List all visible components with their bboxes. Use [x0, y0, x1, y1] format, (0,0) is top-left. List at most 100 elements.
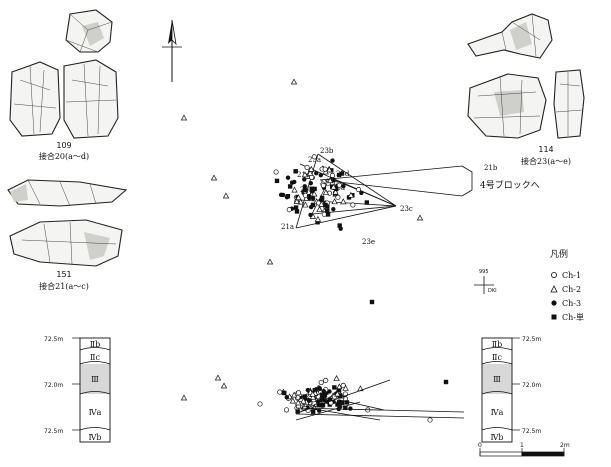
- find-point-ch1: [311, 154, 317, 160]
- find-point-ch-single: [443, 379, 449, 385]
- find-point-ch-single: [319, 195, 325, 200]
- find-point-ch3: [327, 389, 332, 394]
- find-point-ch1: [318, 379, 324, 386]
- elevation-right-top: 72.5m: [522, 336, 541, 343]
- elevation-right-mid: 72.0m: [522, 382, 541, 389]
- find-point-ch2: [314, 215, 322, 222]
- find-point-ch-single: [337, 223, 342, 228]
- find-point-ch3: [310, 196, 316, 201]
- find-point-ch-single: [287, 184, 293, 189]
- find-point-ch-single: [310, 202, 316, 208]
- grid-marker-lower: DKI: [488, 288, 497, 294]
- find-point-ch2: [340, 198, 347, 205]
- find-point-ch-single: [325, 208, 330, 214]
- find-point-ch2: [322, 189, 330, 195]
- find-point-ch-single: [336, 387, 342, 392]
- find-point-ch2: [332, 188, 339, 195]
- section-refit-lines: [295, 379, 465, 421]
- find-point-ch-single: [327, 397, 333, 403]
- legend-item-ch-single: Ch-単: [562, 312, 584, 322]
- find-point-ch2: [301, 171, 309, 178]
- north-arrow-icon: [162, 19, 182, 82]
- find-point-ch2: [336, 383, 343, 390]
- find-point-ch-single: [293, 205, 299, 210]
- strata-left-IVb: Ⅳb: [88, 433, 101, 442]
- find-point-ch-single: [274, 178, 280, 184]
- find-point-ch-single: [369, 299, 375, 305]
- legend: 凡例 Ch-1 Ch-2 Ch-3 Ch-単: [550, 248, 584, 322]
- find-point-ch-single: [315, 220, 320, 225]
- elevation-left-mid: 72.0m: [44, 382, 63, 389]
- strata-right-IIc: Ⅱc: [492, 353, 502, 362]
- find-point-ch1: [257, 401, 263, 407]
- find-point-ch2: [290, 391, 298, 398]
- find-point-ch3: [319, 197, 324, 203]
- find-point-ch2: [302, 201, 309, 208]
- find-point-ch-single: [302, 187, 308, 193]
- find-point-ch3: [348, 406, 353, 411]
- find-point-ch-single: [319, 392, 325, 397]
- find-point-ch-single: [309, 186, 315, 192]
- find-point-ch3: [289, 180, 295, 185]
- find-point-ch2: [290, 78, 298, 85]
- grid-marker: 995 DKI: [474, 269, 497, 294]
- find-point-ch2: [309, 390, 316, 397]
- find-point-ch1: [302, 192, 308, 198]
- find-point-ch2: [266, 258, 274, 265]
- section-view-points: [180, 374, 449, 423]
- strata-right-III: Ⅲ: [493, 375, 501, 384]
- artifact-114-number: 114: [538, 145, 553, 154]
- artifact-109-number: 109: [56, 141, 71, 150]
- find-point-ch-single: [343, 405, 348, 410]
- artifact-151-drawing: [7, 179, 128, 267]
- find-point-ch2: [210, 174, 218, 181]
- legend-item-ch1: Ch-1: [562, 271, 581, 280]
- artifact-114-drawing: [467, 13, 585, 139]
- find-point-ch3: [302, 184, 308, 189]
- find-point-ch2: [326, 177, 334, 184]
- scale-label-mid: 1: [520, 442, 524, 449]
- find-point-ch2: [333, 375, 340, 381]
- find-point-ch3: [317, 386, 322, 391]
- find-point-ch3: [339, 171, 345, 176]
- find-point-ch-single: [302, 394, 307, 399]
- find-point-ch3: [285, 175, 291, 180]
- find-point-ch2: [347, 191, 355, 198]
- find-point-ch2: [180, 114, 188, 121]
- find-point-ch3: [330, 158, 335, 163]
- artifact-114-refit-label: 接合23(a～e): [521, 156, 571, 166]
- find-point-ch2: [331, 198, 338, 205]
- find-point-ch2: [214, 374, 222, 381]
- find-point-ch3: [308, 212, 313, 218]
- find-point-ch-single: [295, 409, 300, 414]
- plan-view-points: [180, 78, 424, 305]
- plan-label-20a: 20a: [332, 184, 345, 192]
- find-point-ch1: [321, 211, 327, 217]
- find-point-ch-single: [294, 209, 300, 214]
- legend-item-ch3: Ch-3: [562, 299, 581, 308]
- find-point-ch1: [286, 207, 292, 213]
- find-point-ch2: [308, 165, 315, 172]
- find-point-ch-single: [331, 177, 336, 183]
- legend-filled-circle-icon: [551, 300, 557, 306]
- find-point-ch1: [427, 417, 433, 423]
- find-point-ch-single: [332, 385, 337, 390]
- artifact-151-refit-label: 接合21(a～c): [39, 281, 89, 291]
- artifact-109-refit-label: 接合20(a～d): [39, 151, 89, 161]
- strata-left-IIc: Ⅱc: [90, 353, 100, 362]
- plan-label-21b: 21b: [484, 164, 498, 172]
- plan-label-21a: 21a: [281, 223, 294, 231]
- find-point-ch2: [334, 390, 341, 397]
- find-point-ch3: [322, 393, 328, 399]
- find-point-ch2: [326, 166, 333, 173]
- find-point-ch3: [284, 394, 289, 400]
- find-point-ch-single: [324, 390, 329, 395]
- strata-right-IVb: Ⅳb: [490, 433, 503, 442]
- find-point-ch-single: [310, 189, 315, 194]
- find-point-ch2: [300, 397, 307, 404]
- strata-left-III: Ⅲ: [91, 375, 99, 384]
- find-point-ch-single: [310, 409, 316, 414]
- find-point-ch-single: [282, 390, 287, 396]
